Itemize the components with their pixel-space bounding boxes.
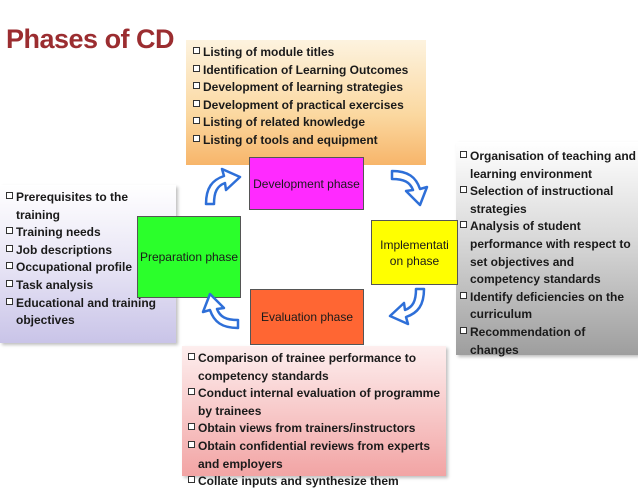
preparation-item: Job descriptions (6, 242, 174, 260)
preparation-item: Occupational profile (6, 259, 174, 277)
evaluation-phase-box: Evaluation phase (250, 289, 364, 345)
preparation-item: Training needs (6, 224, 174, 242)
development-item: Listing of module titles (193, 44, 426, 62)
development-phase-label: Development phase (253, 176, 360, 191)
preparation-phase-label: Preparation phase (139, 250, 239, 264)
evaluation-item: Obtain confidential reviews from experts… (188, 438, 443, 473)
curved-arrow-icon (201, 292, 240, 330)
evaluation-phase-label: Evaluation phase (260, 310, 354, 324)
preparation-phase-box: Preparation phase (137, 216, 241, 298)
development-item: Listing of tools and equipment (193, 132, 426, 150)
development-item: Development of learning strategies (193, 79, 426, 97)
development-activities-box: Listing of module titles Identification … (186, 40, 426, 165)
evaluation-activities-box: Comparison of trainee performance to com… (182, 346, 446, 488)
evaluation-item: Comparison of trainee performance to com… (188, 350, 443, 385)
implementation-item: Recommendation of changes (460, 324, 636, 359)
implementation-activities-box: Organisation of teaching and learning en… (456, 142, 638, 357)
curved-arrow-icon (388, 287, 426, 326)
development-item: Identification of Learning Outcomes (193, 62, 426, 80)
preparation-item: Task analysis (6, 277, 174, 295)
implementation-phase-box: Implementati on phase (371, 220, 458, 285)
curved-arrow-icon (204, 167, 242, 206)
implementation-item: Analysis of student performance with res… (460, 218, 636, 288)
evaluation-item: Obtain views from trainers/instructors (188, 420, 443, 438)
development-item: Listing of related knowledge (193, 114, 426, 132)
implementation-item: Identify deficiencies on the curriculum (460, 289, 636, 324)
evaluation-item: Collate inputs and synthesize them (188, 473, 443, 491)
implementation-phase-label: Implementati on phase (380, 237, 449, 268)
curved-arrow-icon (390, 169, 429, 207)
preparation-item: Educational and training objectives (6, 295, 174, 330)
implementation-item: Organisation of teaching and learning en… (460, 148, 636, 183)
preparation-item: Prerequisites to the training (6, 189, 174, 224)
development-item: Development of practical exercises (193, 97, 426, 115)
evaluation-item: Conduct internal evaluation of programme… (188, 385, 443, 420)
development-phase-box: Development phase (249, 157, 364, 210)
implementation-item: Selection of instructional strategies (460, 183, 636, 218)
page-title: Phases of CD (6, 24, 175, 54)
